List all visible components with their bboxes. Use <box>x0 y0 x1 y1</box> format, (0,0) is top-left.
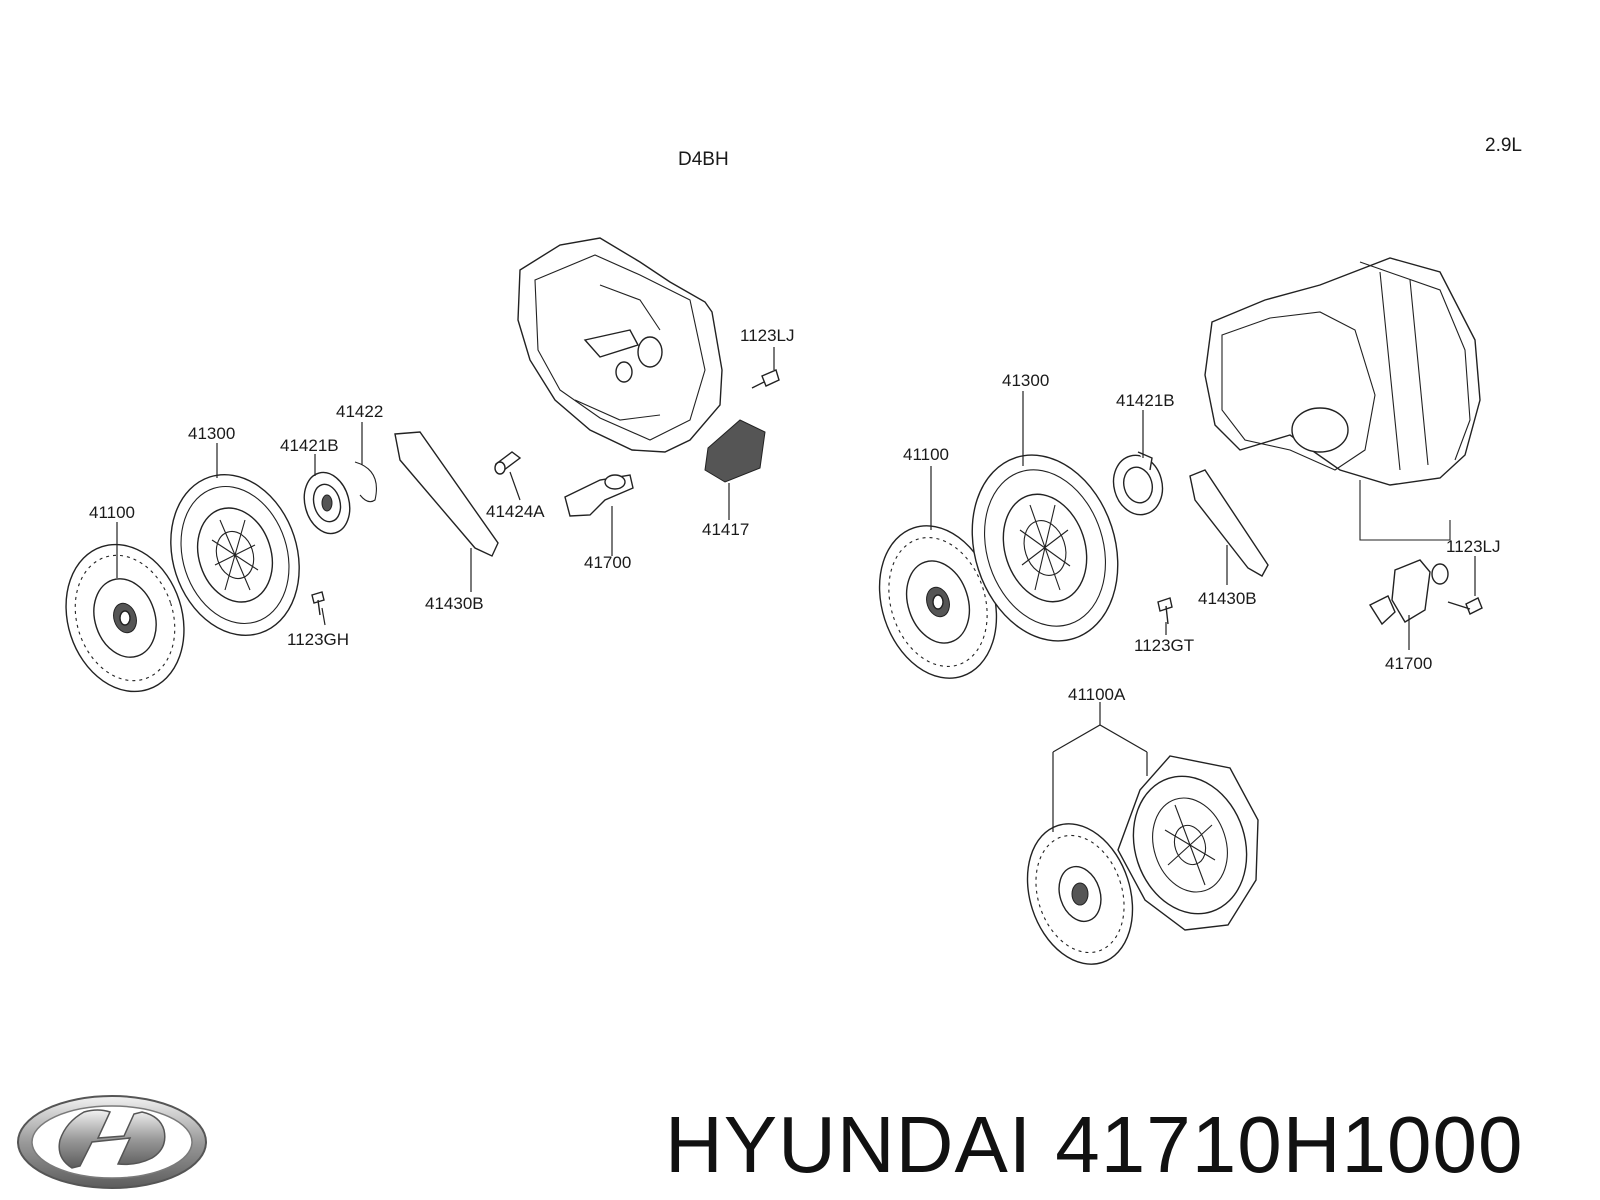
hyundai-logo-icon <box>17 1095 207 1189</box>
callout-41300-left: 41300 <box>188 424 235 443</box>
callout-41417-left: 41417 <box>702 520 749 539</box>
brand-name: HYUNDAI <box>665 1100 1033 1189</box>
engine-label-left: D4BH <box>678 149 729 170</box>
engine-label-right: 2.9L <box>1485 135 1522 156</box>
callout-41430b-left: 41430B <box>425 594 484 613</box>
clip-left <box>354 461 377 503</box>
slave-cylinder-left <box>564 474 634 517</box>
clutch-disc-left <box>65 543 185 693</box>
release-fork-right <box>1189 469 1269 577</box>
bolt-1123gt-right <box>1157 597 1173 625</box>
callout-1123lj-left: 1123LJ <box>740 326 795 345</box>
callout-41100-left: 41100 <box>89 503 135 522</box>
pivot-41424a-left <box>494 451 522 475</box>
cover-41417-left <box>704 419 766 483</box>
callout-41100a: 41100A <box>1068 685 1126 704</box>
callout-41421b-left: 41421B <box>280 436 339 455</box>
part-number: 41710H1000 <box>1055 1100 1524 1189</box>
transmission-housing-left <box>517 237 723 453</box>
callout-41430b-right: 41430B <box>1198 589 1257 608</box>
pressure-plate-left <box>170 473 300 637</box>
left-leaders <box>116 347 775 626</box>
clutch-disc-right <box>878 525 998 679</box>
callout-1123lj-right: 1123LJ <box>1446 537 1501 556</box>
bolt-1123lj-right <box>1447 597 1483 615</box>
transmission-housing-right <box>1204 257 1481 541</box>
right-leaders <box>930 391 1476 832</box>
callout-41700-left: 41700 <box>584 553 631 572</box>
release-bearing-right <box>1112 451 1164 516</box>
callout-1123gh-left: 1123GH <box>287 630 349 649</box>
left-assembly <box>65 237 780 693</box>
callout-41300-right: 41300 <box>1002 371 1049 390</box>
right-assembly <box>878 257 1483 965</box>
release-bearing-left <box>303 471 351 535</box>
callout-41424a-left: 41424A <box>486 502 545 521</box>
bolt-1123gh-left <box>311 591 325 616</box>
clutch-kit-41100a <box>1026 755 1259 965</box>
callout-41421b-right: 41421B <box>1116 391 1175 410</box>
callout-41422-left: 41422 <box>336 402 383 421</box>
callout-1123gt-right: 1123GT <box>1134 636 1194 655</box>
callout-41100-right: 41100 <box>903 445 949 464</box>
part-title: HYUNDAI 41710H1000 <box>665 1095 1585 1195</box>
slave-cylinder-right <box>1368 559 1449 626</box>
release-fork-left <box>394 431 499 557</box>
bolt-1123lj-left <box>751 369 780 389</box>
pressure-plate-right <box>971 454 1119 642</box>
callout-41700-right: 41700 <box>1385 654 1432 673</box>
